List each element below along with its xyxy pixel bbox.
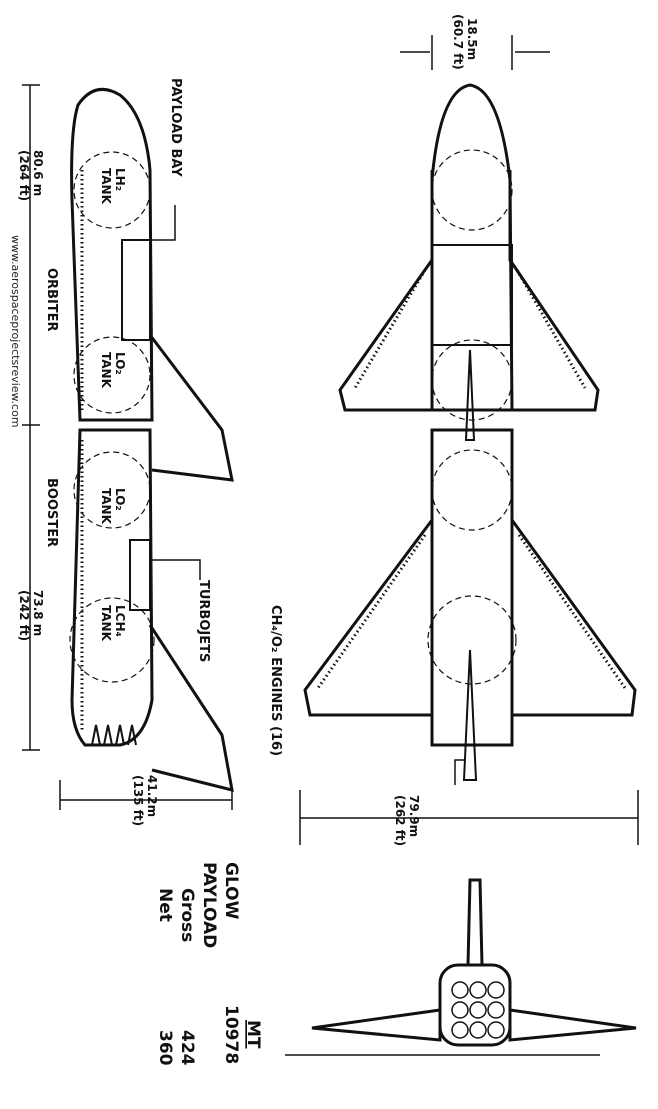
- engines-leader: [454, 759, 465, 785]
- booster-left-wing: [303, 519, 434, 717]
- label-lh2-b: TANK: [99, 168, 113, 205]
- dim-booster-ft: (242 ft): [17, 590, 31, 641]
- orbiter-right-wing: [508, 170, 600, 412]
- mass-label-gross: Gross: [177, 888, 197, 942]
- booster-right-le: [517, 534, 627, 689]
- label-lch4-b: TANK: [99, 605, 113, 642]
- lh2-tank-outline: [73, 151, 151, 229]
- label-lo2-boost-a: LO₂: [113, 488, 127, 511]
- mass-label-net: Net: [155, 888, 175, 922]
- label-lch4-a: LCH₄: [113, 605, 127, 637]
- label-payload-bay: PAYLOAD BAY: [168, 78, 183, 177]
- turbojet-leader: [150, 559, 201, 580]
- booster-planform: [430, 428, 514, 747]
- front-right-wing: [508, 1008, 637, 1042]
- dim-span-ft: (262 ft): [393, 795, 407, 846]
- lch4-tank-outline: [69, 597, 155, 683]
- front-fuselage: [438, 963, 512, 1047]
- booster-right-wing: [510, 519, 637, 717]
- payload-bay-leader: [150, 205, 176, 241]
- front-view: [285, 878, 637, 1056]
- mass-value-glow: 10978: [221, 1005, 241, 1064]
- dim-booster-m: 73.8 m: [31, 590, 45, 636]
- orbiter-left-wing: [338, 170, 434, 412]
- label-turbojets: TURBOJETS: [196, 580, 211, 662]
- booster-fuselage: [70, 428, 154, 747]
- orbiter-planform: [430, 83, 514, 412]
- lo2-tank-orbiter-outline: [73, 336, 151, 414]
- booster-engines-side: [91, 724, 137, 746]
- payload-bay-outline: [121, 239, 151, 341]
- label-lo2-orb-a: LO₂: [113, 352, 127, 375]
- text-labels: PAYLOAD BAY ORBITER BOOSTER TURBOJETS CH…: [9, 14, 479, 1066]
- label-lo2-orb-b: TANK: [99, 352, 113, 389]
- orbiter-right-le: [515, 269, 587, 389]
- turbojet-pod: [129, 539, 151, 611]
- dim-orbiter-m: 80.6 m: [31, 150, 45, 196]
- label-lh2-a: LH₂: [113, 168, 127, 191]
- front-left-wing: [311, 1008, 442, 1042]
- orbiter-fuselage: [70, 87, 154, 422]
- mass-label-glow: GLOW: [221, 862, 241, 920]
- booster-left-le: [316, 534, 427, 689]
- orbiter-wing-side: [148, 334, 234, 482]
- label-lo2-boost-b: TANK: [99, 488, 113, 525]
- front-tail-fin: [466, 878, 484, 966]
- booster-tail-top: [462, 649, 478, 781]
- mass-value-gross: 424: [177, 1030, 197, 1066]
- mass-unit-header: MT: [243, 1020, 263, 1049]
- side-view: [22, 84, 234, 810]
- dim-height-ft: (135 ft): [131, 775, 145, 826]
- orbiter-tail-top: [464, 349, 476, 441]
- dim-width-ft: (60.7 ft): [451, 14, 465, 70]
- label-engines: CH₄/O₂ ENGINES (16): [268, 605, 283, 756]
- booster-wing-side: [148, 624, 234, 793]
- label-orbiter: ORBITER: [44, 268, 59, 332]
- lo2-tank-booster-outline: [73, 451, 151, 529]
- dim-orbiter-ft: (264 ft): [17, 150, 31, 201]
- mass-value-net: 360: [155, 1030, 175, 1066]
- dim-width-m: 18.5m: [465, 18, 479, 60]
- top-view: [299, 35, 639, 845]
- watermark: www.aerospaceprojectsreview.com: [9, 235, 22, 428]
- label-booster: BOOSTER: [44, 478, 59, 547]
- dim-span-m: 79.9m: [407, 795, 421, 837]
- payload-bay-top: [431, 244, 513, 346]
- orbiter-left-le: [353, 269, 427, 389]
- mass-label-payload: PAYLOAD: [199, 862, 219, 948]
- dim-height-m: 41.2m: [145, 775, 159, 817]
